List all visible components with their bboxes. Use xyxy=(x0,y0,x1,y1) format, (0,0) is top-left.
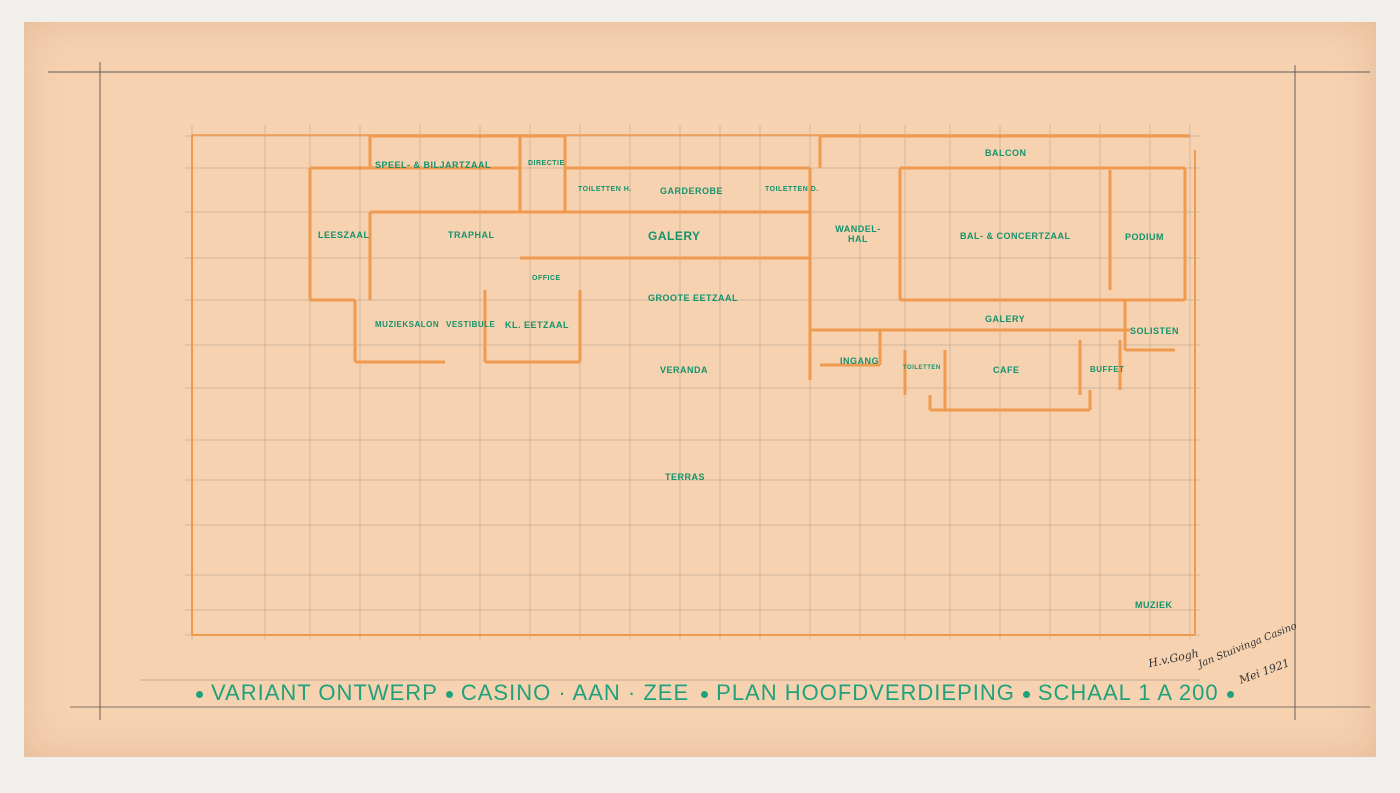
room-muzieksalon: MUZIEKSALON xyxy=(375,320,440,329)
room-kl-eetzaal: KL. EETZAAL xyxy=(505,320,569,330)
room-wandelhal: WANDEL-HAL xyxy=(835,224,881,244)
room-leeszaal: LEESZAAL xyxy=(318,230,370,240)
room-bal-concertzaal: BAL- & CONCERTZAAL xyxy=(960,231,1071,241)
room-vestibule: VESTIBULE xyxy=(446,320,496,329)
title-project: CASINO · AAN · ZEE xyxy=(460,680,690,705)
room-toiletten-h: TOILETTEN H. xyxy=(578,186,632,193)
room-traphal: TRAPHAL xyxy=(448,230,495,240)
room-galery-2: GALERY xyxy=(985,314,1026,324)
room-galery: GALERY xyxy=(648,229,701,243)
bullet-icon xyxy=(445,690,453,698)
room-cafe: CAFE xyxy=(993,365,1020,375)
room-solisten: SOLISTEN xyxy=(1130,326,1180,336)
room-podium: PODIUM xyxy=(1125,232,1164,242)
title-variant: VARIANT ONTWERP xyxy=(211,680,438,705)
room-toiletten-d: TOILETTEN D. xyxy=(765,186,819,193)
room-directie: DIRECTIE xyxy=(528,160,565,167)
bullet-icon xyxy=(1226,690,1234,698)
bullet-icon xyxy=(196,690,203,698)
title-block: VARIANT ONTWERP CASINO · AAN · ZEE PLAN HO… xyxy=(188,680,1242,706)
room-ingang: INGANG xyxy=(840,356,879,366)
room-groote-eetzaal: GROOTE EETZAAL xyxy=(648,293,738,303)
title-scale: SCHAAL 1 A 200 xyxy=(1037,680,1219,705)
room-muziek: MUZIEK xyxy=(1135,600,1173,610)
room-balcon: BALCON xyxy=(985,148,1027,158)
room-garderobe: GARDEROBE xyxy=(660,186,724,196)
room-toiletten: TOILETTEN xyxy=(903,365,941,371)
title-sheet: PLAN HOOFDVERDIEPING xyxy=(716,680,1015,705)
room-buffet: BUFFET xyxy=(1090,365,1125,374)
room-veranda: VERANDA xyxy=(660,365,709,375)
bullet-icon xyxy=(1022,690,1030,698)
room-terras: TERRAS xyxy=(665,472,706,482)
room-speel-biljartzaal: SPEEL- & BILJARTZAAL xyxy=(375,160,492,170)
room-office: OFFICE xyxy=(532,275,561,282)
bullet-icon xyxy=(701,690,709,698)
